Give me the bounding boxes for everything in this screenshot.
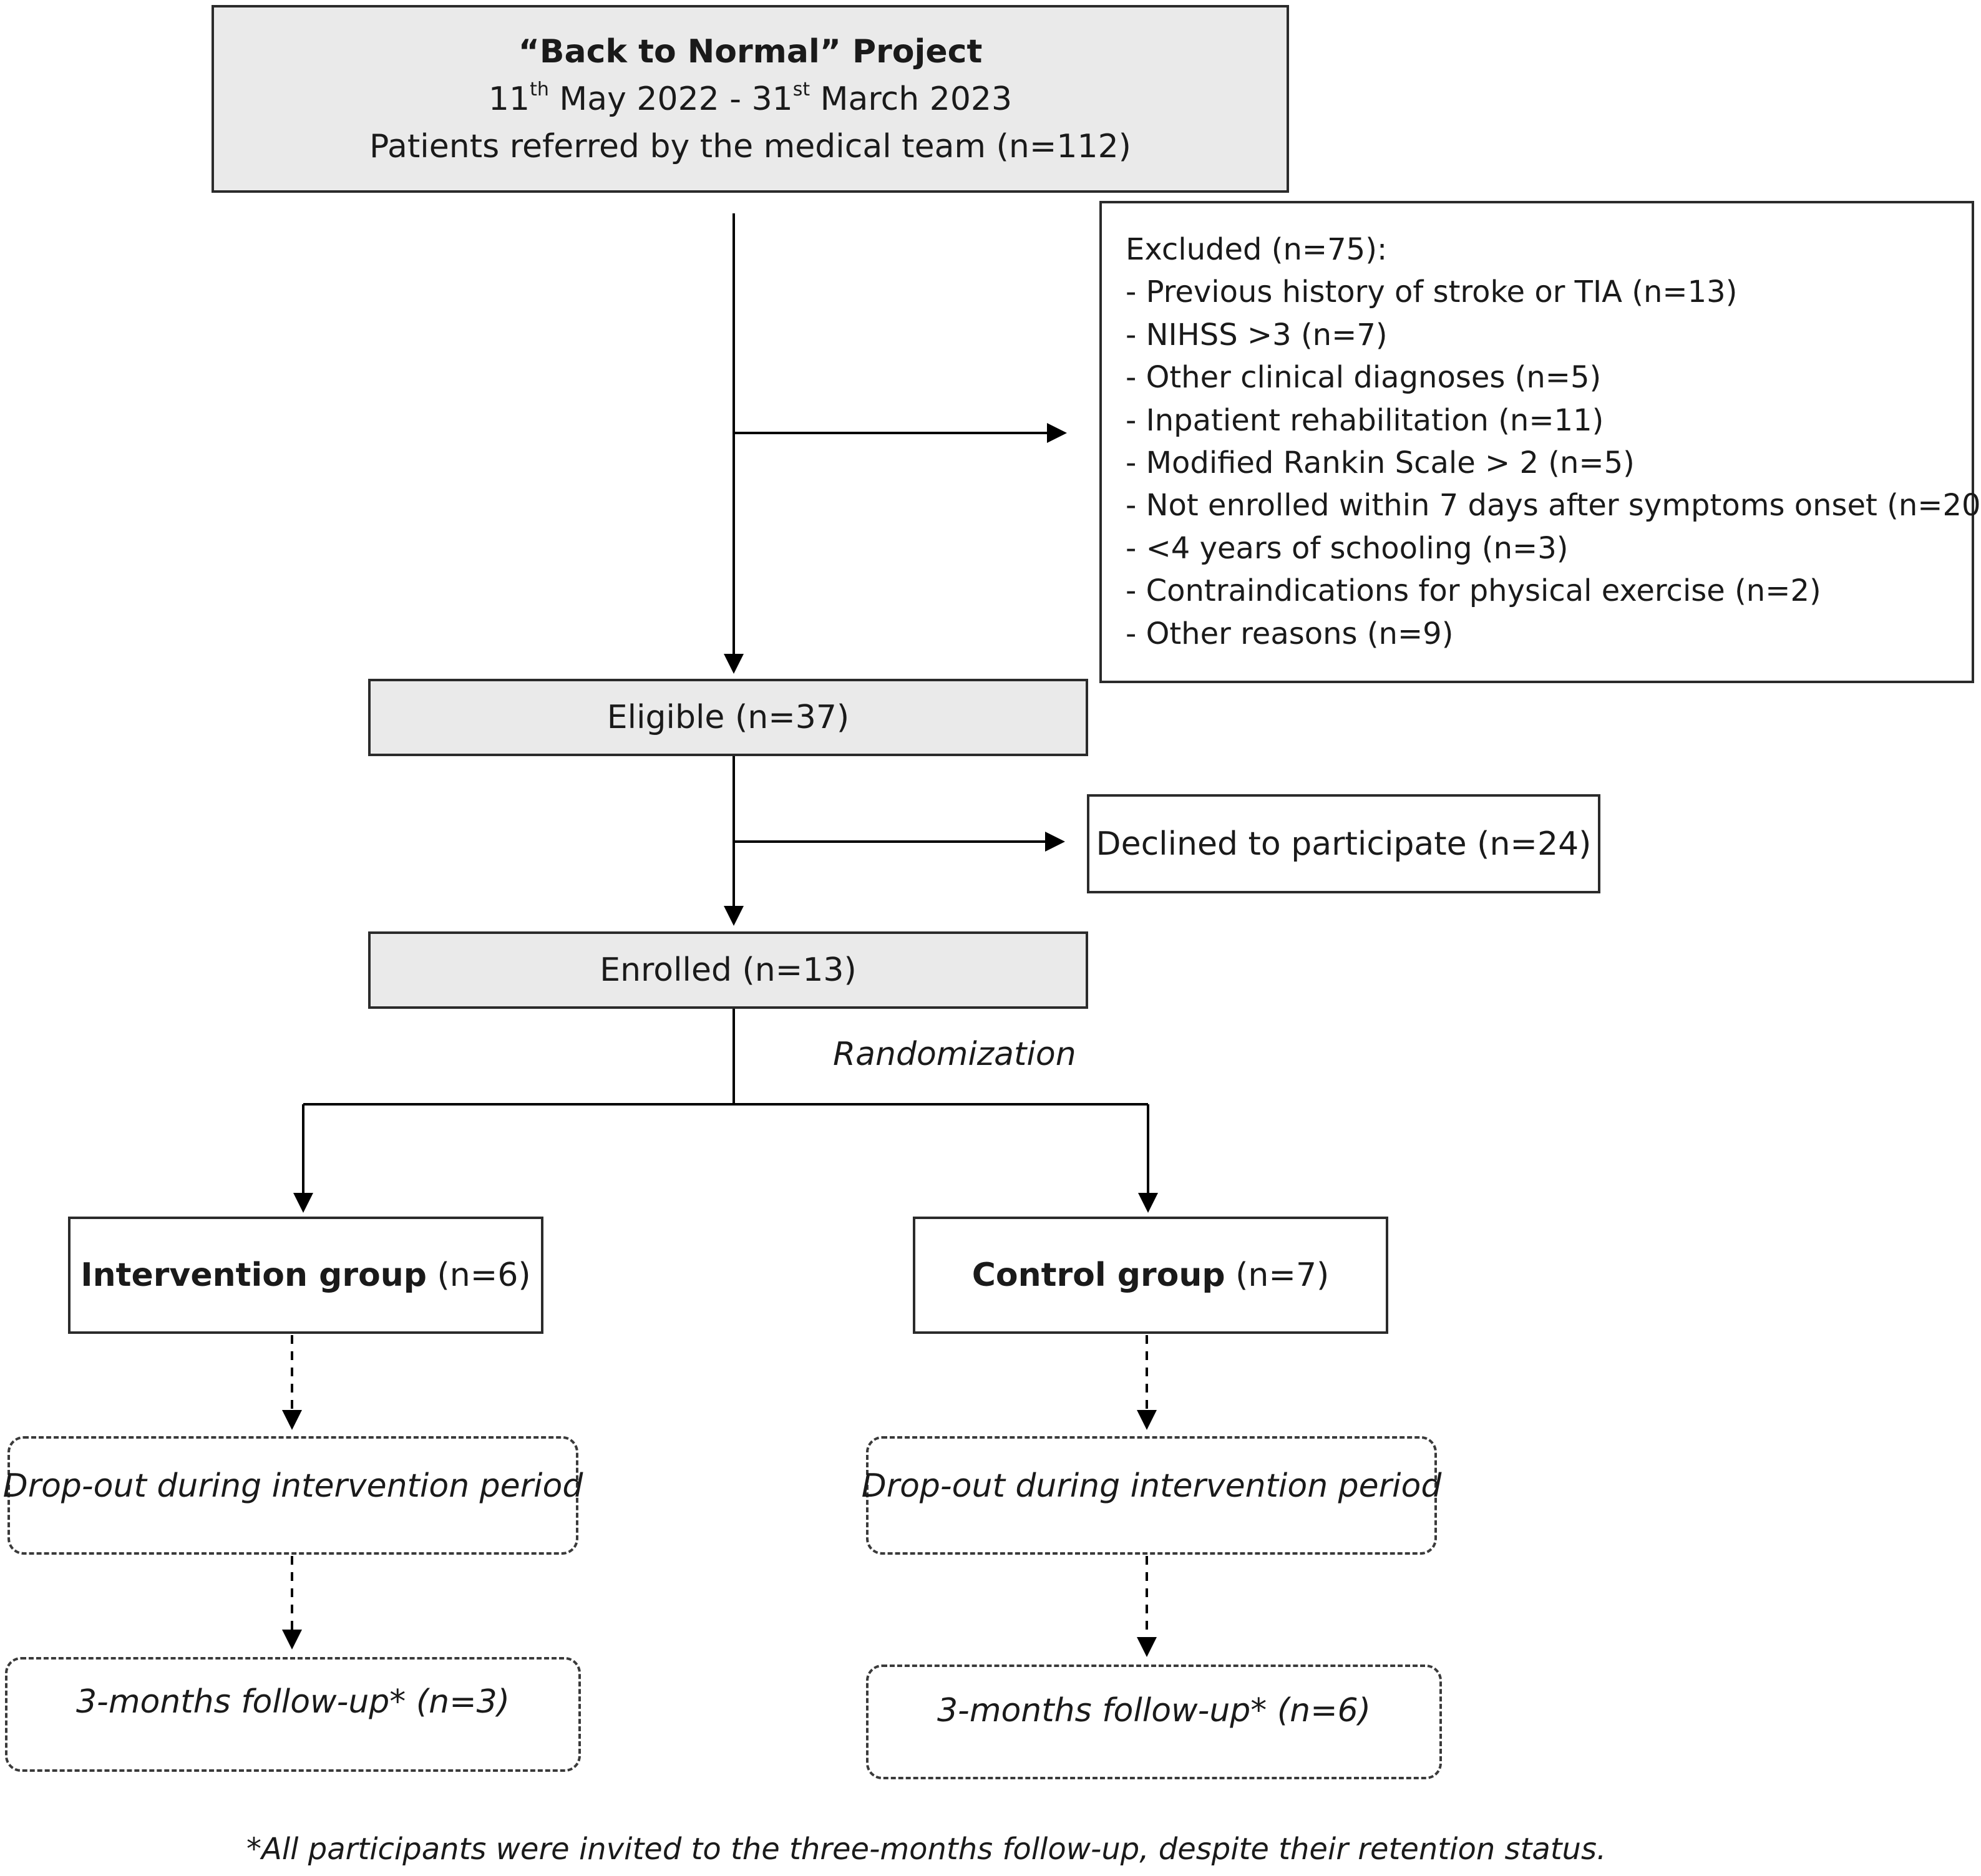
excluded-item: - Inpatient rehabilitation (n=11) — [1126, 402, 1604, 438]
project-box: “Back to Normal” Project 11th May 2022 -… — [212, 5, 1289, 193]
arrowhead-intervention-followup — [282, 1630, 302, 1650]
intervention-group-title: Intervention group (n=6) — [80, 1256, 531, 1294]
declined-label: Declined to participate (n=24) — [1096, 825, 1592, 863]
declined-box: Declined to participate (n=24) — [1087, 794, 1600, 893]
excluded-item: - Modified Rankin Scale > 2 (n=5) — [1126, 445, 1635, 481]
arrowhead-control-followup — [1137, 1637, 1157, 1657]
arrowhead-control — [1138, 1193, 1158, 1213]
control-followup-box: 3-months follow-up* (n=6) — [866, 1665, 1442, 1779]
project-dates: 11th May 2022 - 31st March 2023 — [488, 79, 1013, 118]
excluded-item: - <4 years of schooling (n=3) — [1126, 530, 1569, 566]
excluded-item: - Contraindications for physical exercis… — [1126, 573, 1821, 609]
excluded-item: - Other clinical diagnoses (n=5) — [1126, 360, 1602, 396]
arrowhead-declined — [1045, 832, 1065, 852]
eligible-label: Eligible (n=37) — [606, 699, 850, 736]
excluded-heading: Excluded (n=75): — [1126, 232, 1388, 267]
control-dropout-box: Drop-out during intervention period — [862, 1436, 1441, 1555]
control-group-box: Control group (n=7) — [913, 1217, 1388, 1334]
arrowhead-excluded — [1047, 423, 1067, 443]
enrolled-label: Enrolled (n=13) — [600, 951, 857, 989]
excluded-item: - NIHSS >3 (n=7) — [1126, 317, 1388, 352]
arrowhead-enrolled — [724, 906, 744, 926]
arrowhead-eligible — [724, 654, 744, 674]
intervention-followup-box: 3-months follow-up* (n=3) — [5, 1657, 581, 1772]
control-group-title: Control group (n=7) — [971, 1256, 1330, 1294]
enrolled-box: Enrolled (n=13) — [368, 931, 1088, 1009]
footnote: *All participants were invited to the th… — [246, 1832, 1607, 1867]
excluded-item: - Previous history of stroke or TIA (n=1… — [1126, 275, 1738, 310]
arrowhead-control-dropout — [1137, 1410, 1157, 1430]
referred-count: Patients referred by the medical team (n… — [369, 127, 1131, 165]
intervention-dropout-label: Drop-out during intervention period — [2, 1467, 583, 1505]
eligible-box: Eligible (n=37) — [368, 679, 1088, 756]
excluded-item: - Other reasons (n=9) — [1126, 616, 1454, 651]
project-title: “Back to Normal” Project — [518, 32, 983, 70]
arrowhead-intervention-dropout — [282, 1410, 302, 1430]
control-dropout-label: Drop-out during intervention period — [861, 1467, 1442, 1505]
excluded-box: Excluded (n=75): - Previous history of s… — [1099, 201, 1981, 683]
control-followup-label: 3-months follow-up* (n=6) — [937, 1692, 1371, 1729]
intervention-dropout-box: Drop-out during intervention period — [3, 1436, 583, 1555]
intervention-group-box: Intervention group (n=6) — [68, 1217, 543, 1334]
excluded-item: - Not enrolled within 7 days after sympt… — [1126, 488, 1981, 523]
arrowhead-intervention — [293, 1193, 313, 1213]
intervention-followup-label: 3-months follow-up* (n=3) — [75, 1683, 510, 1721]
randomization-label: Randomization — [833, 1036, 1076, 1073]
